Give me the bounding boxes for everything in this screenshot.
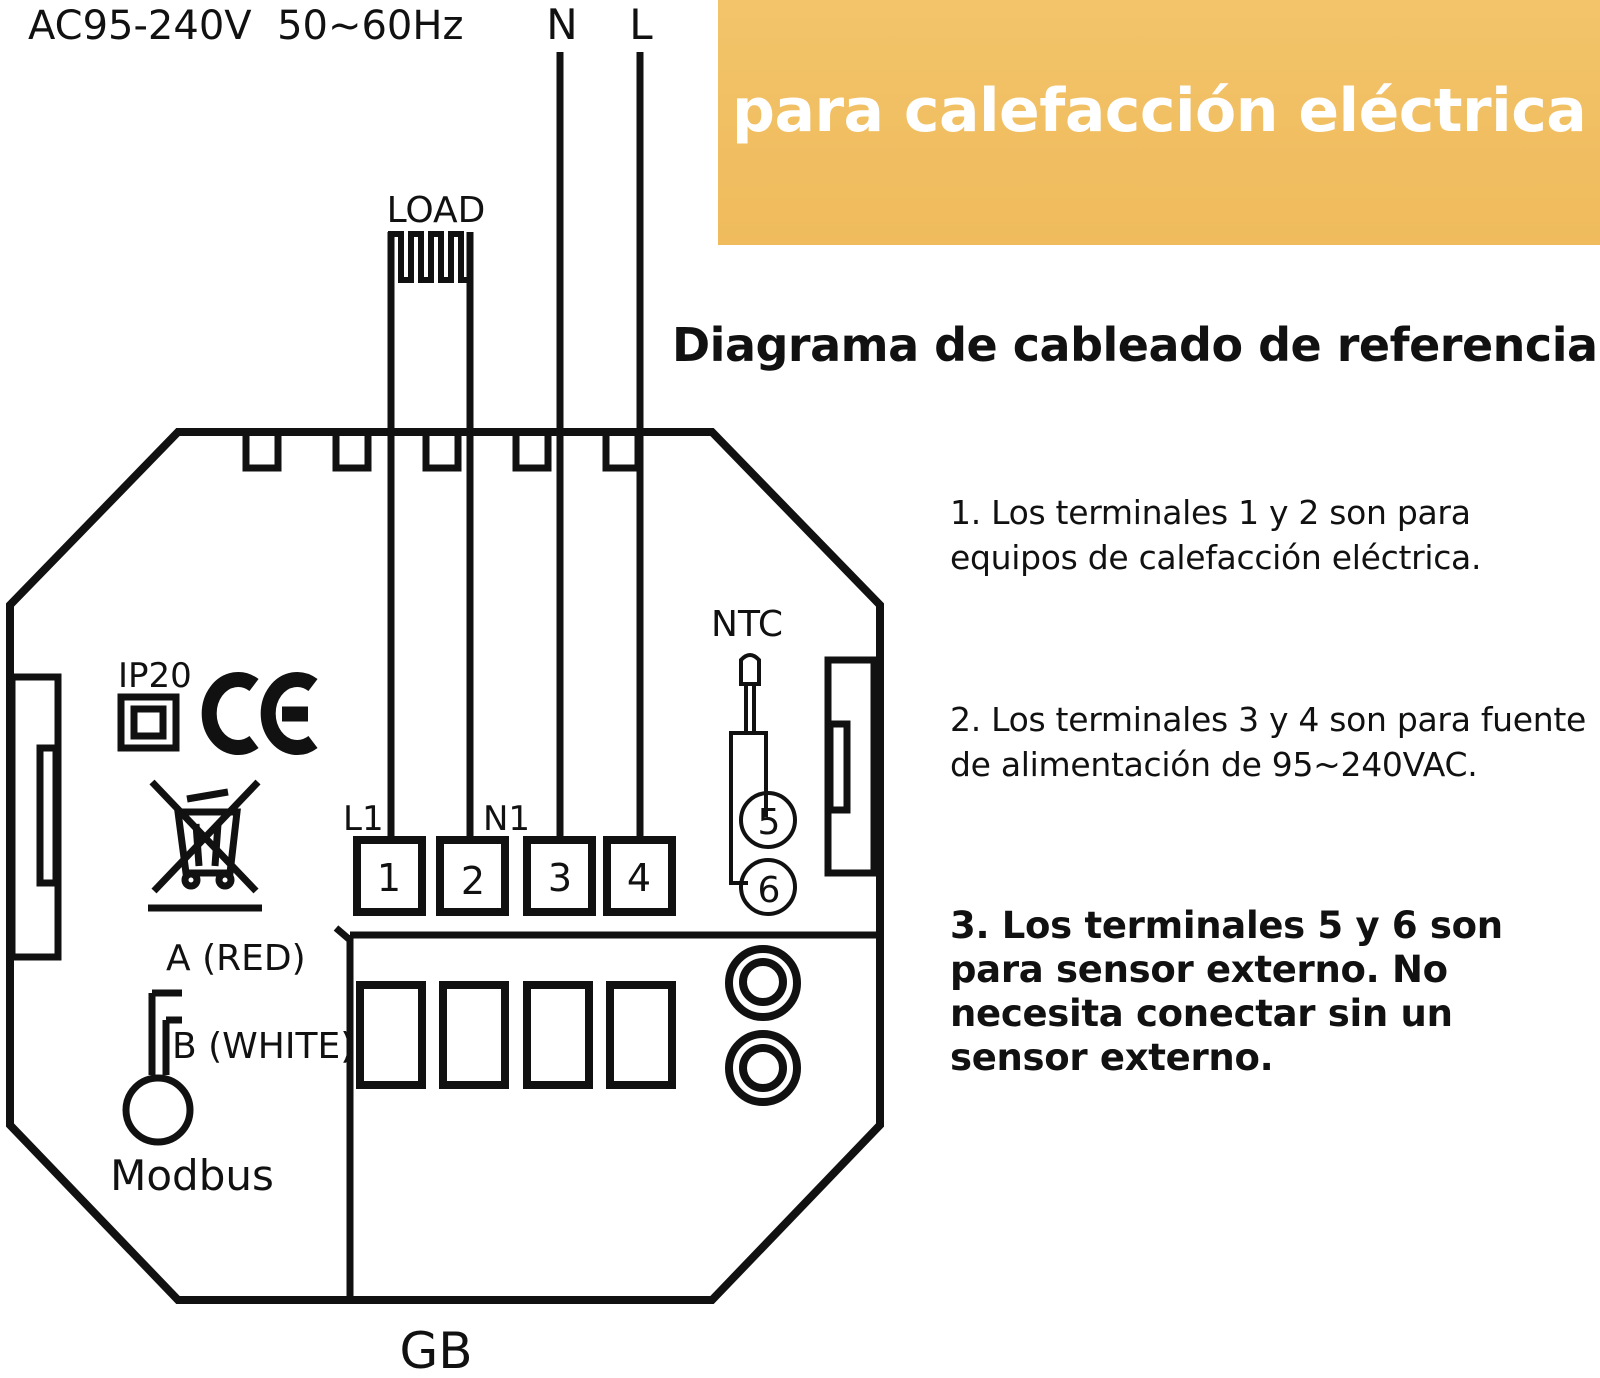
note-terminals-3-4: 2. Los terminales 3 y 4 son para fuente …: [950, 700, 1587, 784]
load-heating-element: [388, 231, 473, 283]
l1-label: L1: [343, 799, 384, 839]
n1-label: N1: [483, 799, 530, 839]
modbus-a-label: A (RED): [166, 938, 306, 979]
lower-housing: [333, 925, 876, 1297]
gb-label: GB: [399, 1322, 472, 1378]
ntc-label: NTC: [711, 604, 783, 645]
terminal-4: 4: [627, 856, 651, 900]
note-terminals-1-2: 1. Los terminales 1 y 2 son para equipos…: [950, 493, 1482, 577]
terminal-2: 2: [461, 859, 485, 903]
round-screws: [725, 945, 801, 1106]
ntc-sensor-icon: [729, 653, 797, 916]
supply-label: AC95-240V 50~60Hz: [28, 3, 463, 49]
weee-bin-icon: [148, 779, 262, 912]
terminal-block-bottom: [356, 981, 676, 1089]
modbus-label: Modbus: [110, 1151, 274, 1200]
note-terminals-5-6: 3. Los terminales 5 y 6 son para sensor …: [950, 904, 1503, 1079]
banner-text: para calefacción eléctrica: [732, 76, 1587, 146]
terminal-block-top: [353, 836, 676, 916]
terminal-1: 1: [377, 856, 401, 900]
terminal-3: 3: [548, 856, 572, 900]
modbus-b-label: B (WHITE): [172, 1026, 354, 1067]
left-clip: [8, 673, 62, 961]
diagram-title: Diagrama de cableado de referencia: [672, 318, 1598, 372]
terminal-5: 5: [758, 802, 781, 843]
line-label: L: [629, 0, 653, 49]
modbus-connector-icon: [122, 989, 194, 1146]
double-insulation-icon: [117, 693, 180, 752]
ce-mark-icon: [201, 672, 318, 755]
wires: [387, 52, 644, 840]
top-tabs: [242, 428, 642, 472]
right-clip: [824, 656, 878, 877]
neutral-label: N: [546, 0, 577, 49]
terminal-6: 6: [758, 870, 781, 911]
heading-banner: para calefacción eléctrica: [718, 0, 1600, 245]
ip-rating-label: IP20: [118, 656, 192, 696]
load-label: LOAD: [387, 190, 486, 231]
